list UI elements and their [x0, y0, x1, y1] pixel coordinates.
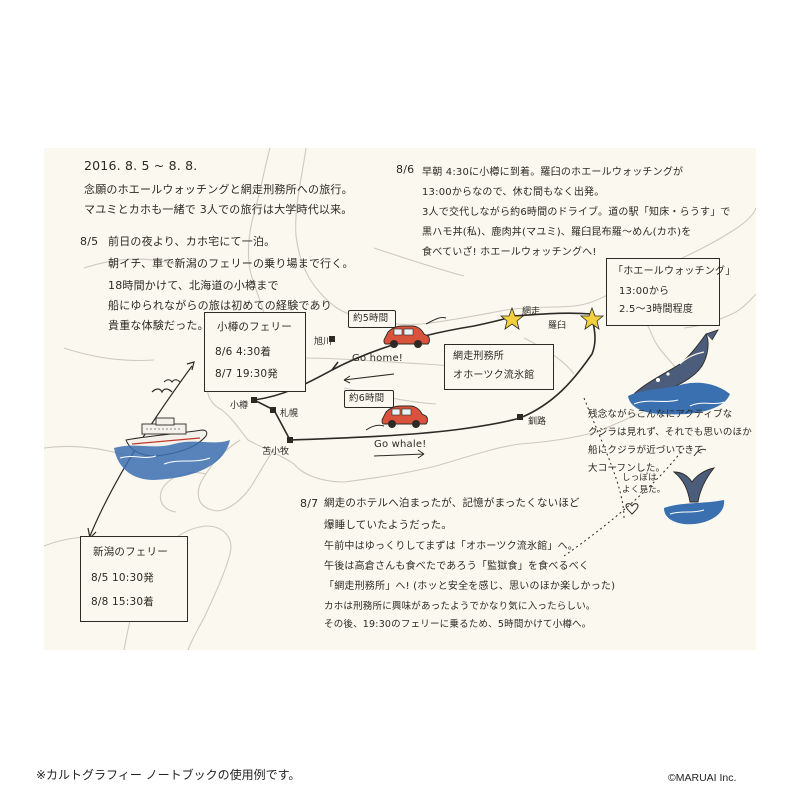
box-row: 8/5 10:30発 [91, 572, 154, 584]
notebook-page: 2016. 8. 5 ~ 8. 8. 念願のホエールウォッチングと網走刑務所への… [44, 148, 756, 650]
day-85-line: 船にゆられながらの旅は初めての経験であり [108, 299, 332, 312]
route-time: 約6時間 [349, 393, 385, 404]
box-row: 8/6 4:30着 [215, 346, 272, 358]
city-tomakomai: 苫小牧 [262, 447, 290, 457]
city-asahikawa: 旭川 [314, 337, 333, 347]
whale-note-line: 大コーフンした。 [588, 463, 666, 474]
route-time-badge: 約5時間 [348, 310, 396, 328]
city-marker-otaru [251, 397, 257, 403]
route-label-gowhale: Go whale! [374, 439, 427, 450]
day-85-line: 前日の夜より、カホ宅にて一泊。 [108, 235, 276, 248]
usage-caption: ※カルトグラフィー ノートブックの使用例です。 [36, 768, 301, 782]
whale-breach-icon [628, 329, 730, 415]
route-tomakomai-kushiro [289, 317, 596, 441]
box-title: 小樽のフェリー [217, 321, 292, 333]
seagull-icon [151, 379, 181, 394]
day-85-line: 18時間かけて、北海道の小樽まで [108, 279, 279, 292]
city-otaru: 小樽 [230, 401, 249, 411]
trip-date: 2016. 8. 5 ~ 8. 8. [84, 158, 198, 173]
sight-item: 網走刑務所 [453, 351, 504, 362]
box-title: 新潟のフェリー [93, 546, 168, 558]
route-time: 約5時間 [353, 313, 389, 324]
day-87-line: 午前中はゆっくりしてまずは「オホーツク流氷館」へ。 [324, 541, 578, 552]
city-marker-tomakomai [287, 437, 293, 443]
day-86-line: 早朝 4:30に小樽に到着。羅臼のホエールウォッチングが [422, 167, 684, 178]
day-87-line: カホは刑務所に興味があったようでかなり気に入ったらしい。 [324, 601, 596, 612]
star-icon [579, 306, 605, 330]
header-line-2: マユミとカホも一緒で 3人での旅行は大学時代以来。 [84, 203, 353, 216]
day-86-line: 3人で交代しながら約6時間のドライブ。道の駅「知床・らうす」で [422, 207, 731, 218]
niigata-ferry-box: 新潟のフェリー 8/5 10:30発 8/8 15:30着 [80, 536, 188, 622]
day-86-line: 黒ハモ丼(私)、鹿肉丼(マユミ)、羅臼昆布羅〜めん(カホ)を [422, 227, 692, 238]
day-87-date: 8/7 [300, 497, 319, 510]
whale-note-line: 船にクジラが近づいてきて [588, 445, 704, 456]
route-label-gohome: Go home! [352, 353, 404, 364]
whale-note-line: 残念ながらこんなにアクティブな [588, 409, 733, 420]
box-row: 8/8 15:30着 [91, 596, 154, 608]
city-marker-sapporo [270, 407, 276, 413]
box-title: 「ホエールウォッチング」 [613, 266, 736, 277]
day-87-line: 爆睡していたようだった。 [324, 519, 453, 531]
whale-watching-box: 「ホエールウォッチング」 13:00から 2.5〜3時間程度 [606, 258, 735, 326]
star-icon [499, 306, 525, 330]
city-marker-kushiro [517, 414, 523, 420]
heart-icon [625, 503, 639, 515]
city-abashiri: 網走 [522, 307, 541, 317]
box-row: 8/7 19:30発 [215, 368, 278, 380]
header-line-1: 念願のホエールウォッチングと網走刑務所への旅行。 [84, 183, 353, 196]
sights-box: 網走刑務所 オホーツク流氷館 [444, 344, 554, 390]
day-85-line: 朝イチ、車で新潟のフェリーの乗り場まで行く。 [108, 257, 354, 270]
box-row: 2.5〜3時間程度 [619, 304, 694, 315]
sea-waves [114, 440, 230, 480]
route-abashiri-rausu [513, 312, 593, 317]
otaru-ferry-box: 小樽のフェリー 8/6 4:30着 8/7 19:30発 [204, 312, 306, 392]
day-86-date: 8/6 [396, 163, 415, 176]
tail-note-line: よく見た。 [622, 485, 666, 495]
city-sapporo: 札幌 [280, 409, 299, 419]
day-86-line: 13:00からなので、休む間もなく出発。 [422, 187, 605, 198]
city-marker-asahikawa [329, 336, 335, 342]
day-86-line: 食べていざ! ホエールウォッチングへ! [422, 247, 597, 258]
whale-tail-icon [664, 467, 725, 525]
city-rausu: 羅臼 [548, 321, 567, 331]
tail-note-line: しっぽは [622, 473, 657, 483]
day-87-line: 網走のホテルへ泊まったが、記憶がまったくないほど [324, 497, 580, 509]
day-87-line: 午後は高倉さんも食べたであろう「監獄食」を食べるべく [324, 561, 590, 572]
day-85-line: 貴重な体験だった。 [108, 319, 209, 332]
day-85-date: 8/5 [80, 235, 99, 248]
copyright-credit: ©MARUAI Inc. [668, 772, 737, 784]
box-row: 13:00から [619, 286, 670, 297]
city-kushiro: 釧路 [528, 417, 547, 427]
car-icon [381, 405, 428, 428]
whale-note-line: クジラは見れず、それでも思いのほか [588, 427, 752, 438]
car-icon [383, 325, 430, 348]
sight-item: オホーツク流氷館 [453, 370, 535, 381]
day-87-line: その後、19:30のフェリーに乗るため、5時間かけて小樽へ。 [324, 619, 592, 630]
day-87-line: 「網走刑務所」へ! (ホッと安全を感じ、思いのほか楽しかった) [324, 581, 616, 592]
route-time-badge: 約6時間 [344, 390, 394, 408]
